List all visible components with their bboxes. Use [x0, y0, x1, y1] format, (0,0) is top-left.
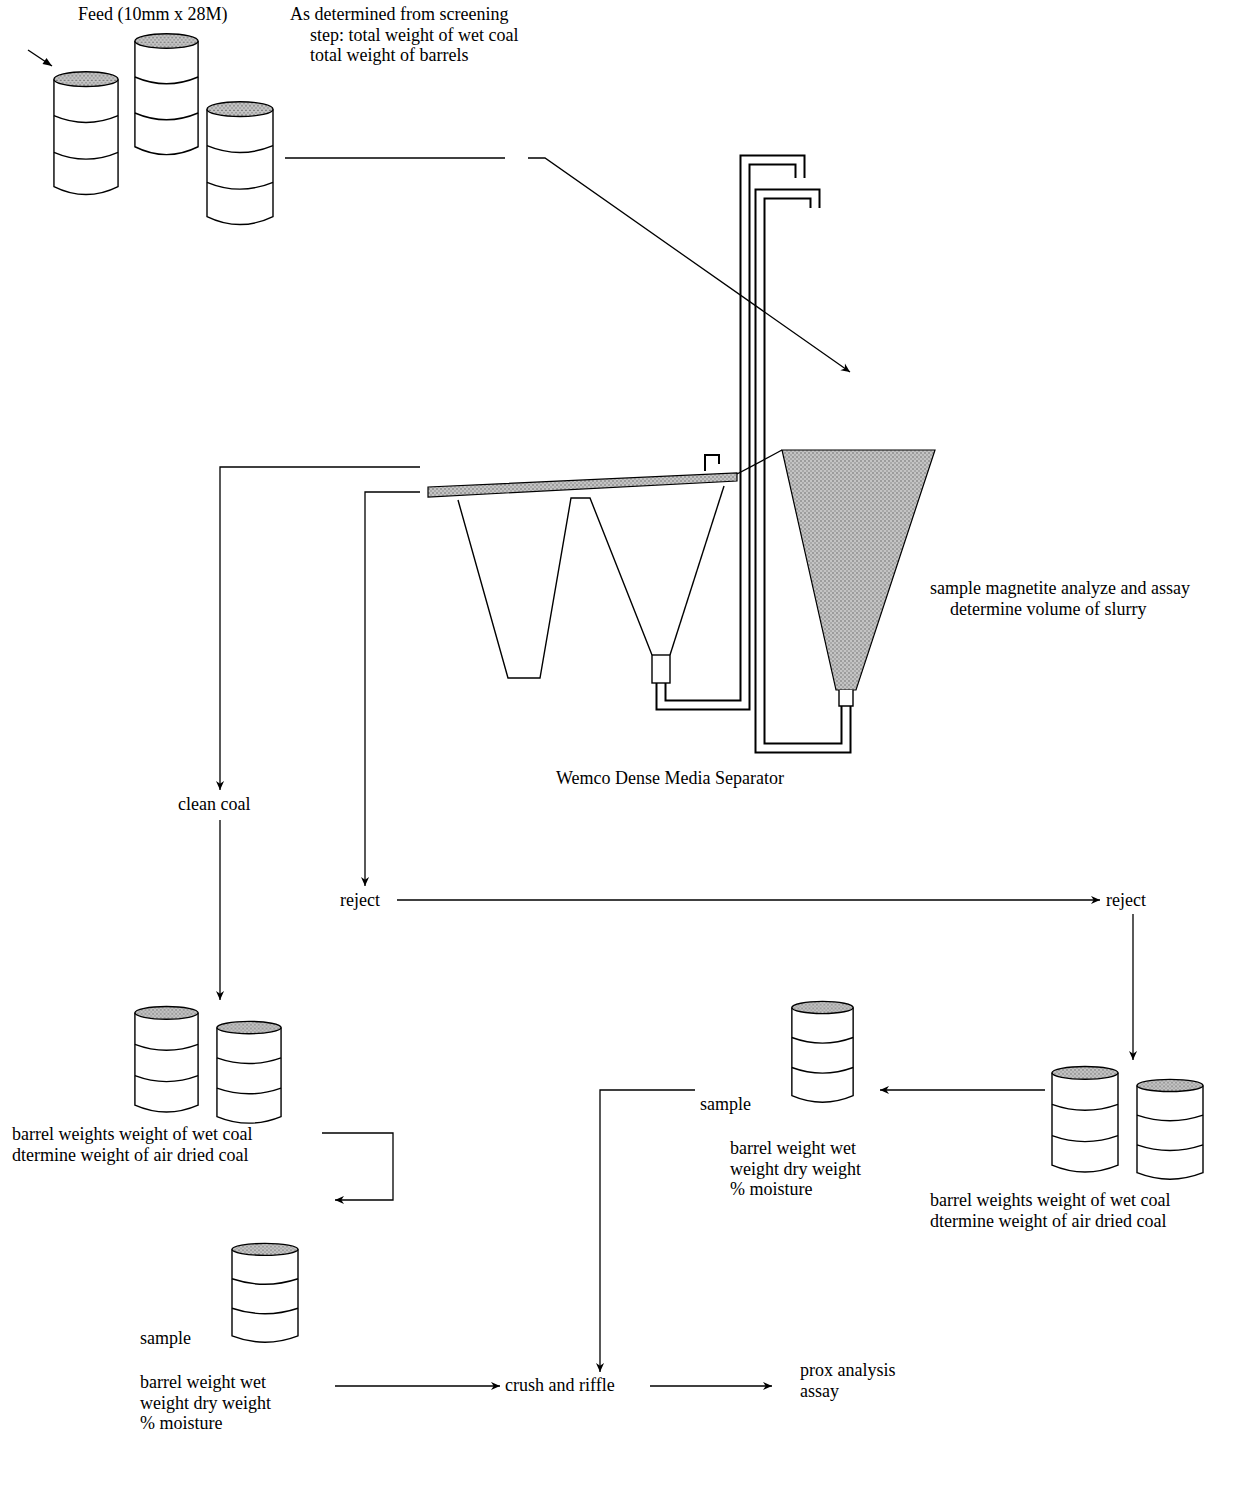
barrel: [1137, 1079, 1203, 1179]
barrel: [135, 1006, 198, 1112]
drain-box: [652, 655, 670, 683]
node-note: sample magnetite analyze and assay deter…: [930, 578, 1220, 619]
spray-nozzle: [705, 455, 719, 471]
flow-line: [925, 1089, 1045, 1090]
flow-arrow: [335, 1385, 500, 1386]
flow-arrow: [880, 1089, 925, 1090]
flow-node: sample barrel weight wet weight dry weigh…: [135, 1195, 335, 1485]
hopper-nozzle: [839, 690, 853, 706]
barrel: [217, 1021, 281, 1123]
node-label: barrel weights weight of wet coal dtermi…: [12, 1124, 312, 1165]
cone: [458, 498, 652, 678]
barrel: [1052, 1066, 1118, 1172]
node-label: barrel weights weight of wet coal dtermi…: [930, 1190, 1220, 1231]
media-hopper: [782, 450, 935, 690]
pipe: [661, 160, 800, 705]
node-label: reject: [340, 890, 380, 911]
feed-chute: [737, 450, 782, 474]
node-label: crush and riffle: [505, 1375, 615, 1396]
flow-node: barrel weights weight of wet coal dtermi…: [8, 1000, 322, 1197]
flow-arrow: [220, 467, 420, 790]
node-label: prox analysis assay: [800, 1360, 925, 1401]
barrel: [54, 72, 118, 195]
flow-node: reject: [1100, 886, 1166, 914]
flow-arrow: [365, 492, 420, 886]
node-label: reject: [1106, 890, 1146, 911]
node-label: Wemco Dense Media Separator: [556, 768, 784, 789]
screen-deck: [428, 473, 737, 497]
sample-barrel: [792, 1001, 853, 1102]
barrel: [207, 102, 273, 225]
flow-node: clean coal: [168, 790, 273, 820]
pipe: [661, 160, 800, 705]
flow-arrow: [1132, 914, 1133, 1060]
flow-node: prox analysis assay: [772, 1357, 932, 1413]
flow-arrow: [322, 1133, 393, 1200]
cone: [670, 486, 724, 655]
sample-barrel: [232, 1243, 298, 1342]
node-note: barrel weight wet weight dry weight % mo…: [730, 1138, 870, 1200]
flow-node: barrel weights weight of wet coal dtermi…: [925, 1060, 1226, 1260]
flow-arrow: [397, 899, 1100, 900]
flow-arrow: [650, 1385, 772, 1386]
node-note: barrel weight wet weight dry weight % mo…: [140, 1372, 275, 1434]
flow-node: Feed (10mm x 28M) As determined from scre…: [40, 1, 528, 232]
node-label: clean coal: [178, 794, 250, 815]
flow-node: Wemco Dense Media Separator sample magnet…: [420, 372, 1223, 797]
flow-line: [285, 157, 505, 158]
flow-arrow: [528, 158, 850, 372]
flow-arrow: [219, 820, 220, 1000]
node-label: sample: [140, 1328, 191, 1349]
flow-arrow: [600, 1090, 695, 1372]
flow-node: crush and riffle: [500, 1372, 650, 1400]
flow-node: reject: [333, 886, 397, 914]
node-label: sample: [700, 1094, 751, 1115]
node-note: As determined from screening step: total…: [290, 4, 525, 66]
flow-node: sample barrel weight wet weight dry weigh…: [695, 995, 880, 1230]
barrel: [135, 34, 198, 155]
node-label: Feed (10mm x 28M): [78, 4, 227, 25]
pointer-arrow: [28, 50, 52, 66]
